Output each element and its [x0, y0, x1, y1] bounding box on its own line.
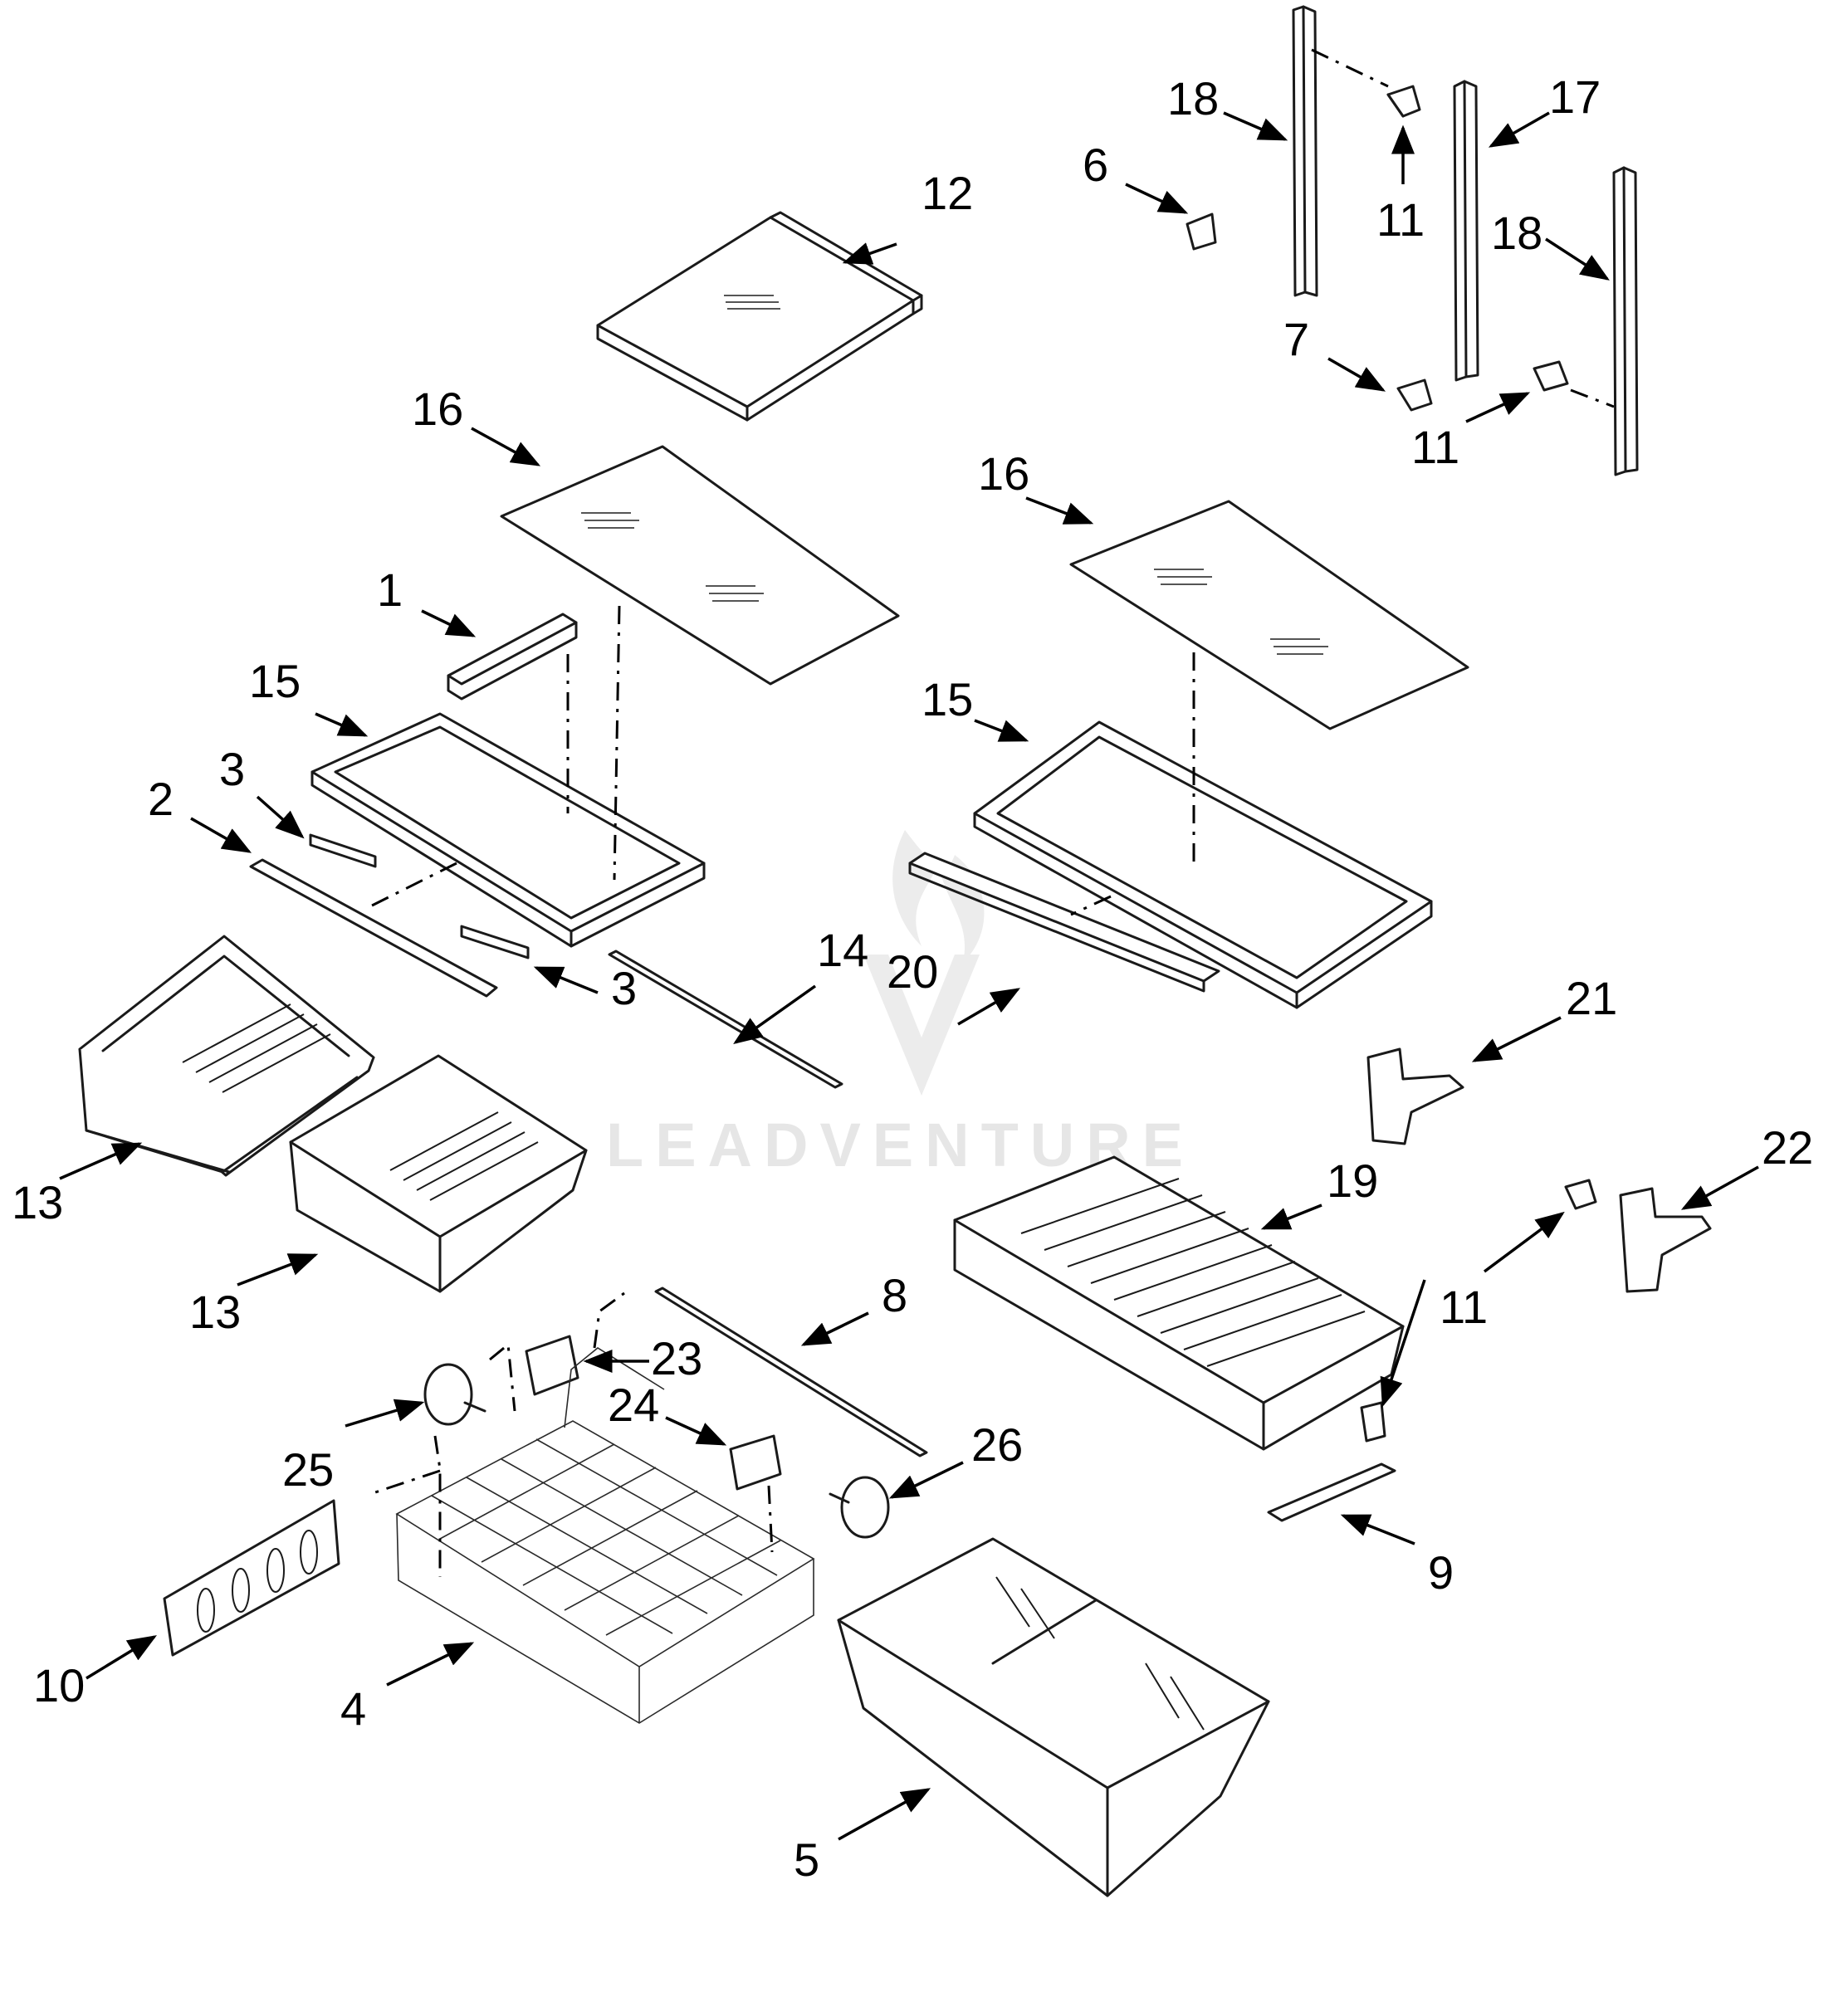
- part-26-gear: [829, 1476, 890, 1539]
- callout-22: 22: [1762, 1121, 1813, 1174]
- callout-11-mid: 11: [1411, 421, 1459, 473]
- part-11-screw-right-rail: [1533, 360, 1569, 392]
- part-15-shelf-frame-right: [973, 720, 1433, 1009]
- part-6-clip: [1186, 212, 1217, 251]
- callout-6: 6: [1083, 139, 1108, 191]
- assembly-lines: [366, 48, 1615, 1577]
- callout-26: 26: [971, 1418, 1023, 1471]
- callout-23: 23: [651, 1332, 702, 1384]
- part-5-freezer-bin: [837, 1537, 1270, 1897]
- callout-9: 9: [1428, 1546, 1454, 1599]
- part-20-trim: [908, 852, 1220, 993]
- part-4-wire-basket: [395, 1347, 815, 1724]
- part-25-gear: [423, 1363, 486, 1426]
- callout-15-right: 15: [922, 673, 973, 725]
- callout-21: 21: [1566, 972, 1617, 1024]
- part-17-rail-center: [1453, 80, 1479, 382]
- part-7-screw: [1396, 378, 1433, 412]
- part-11-screw-low: [1360, 1401, 1386, 1443]
- callout-labels: 12 16 16 1 15 15 3 2 3 14 20 13 13 21 19…: [12, 71, 1813, 1886]
- callout-3-lower: 3: [611, 962, 637, 1014]
- callout-4: 4: [340, 1682, 366, 1735]
- part-11-screw-mid: [1564, 1179, 1597, 1210]
- part-10-divider: [163, 1499, 340, 1657]
- callout-15-left: 15: [249, 655, 301, 707]
- callout-16-right: 16: [978, 447, 1029, 500]
- part-15-shelf-frame-left: [310, 712, 706, 948]
- callout-14: 14: [817, 924, 868, 976]
- part-13-crisper-right: [289, 1054, 588, 1293]
- callout-10: 10: [33, 1659, 85, 1711]
- callout-19: 19: [1327, 1155, 1378, 1207]
- part-21-bracket: [1366, 1047, 1464, 1145]
- part-22-bracket: [1619, 1187, 1712, 1293]
- part-13-crisper-left: [78, 935, 375, 1177]
- callout-8: 8: [882, 1269, 907, 1321]
- part-2-trim-strip: [249, 858, 498, 998]
- part-18-rail-left: [1292, 5, 1318, 297]
- callout-13-left: 13: [12, 1176, 63, 1228]
- callout-25: 25: [282, 1443, 334, 1496]
- part-16-glass-shelf-left: [500, 445, 900, 686]
- callout-11-top: 11: [1376, 193, 1425, 246]
- part-23-end-cap: [525, 1335, 579, 1396]
- part-1-shelf-support: [447, 613, 578, 701]
- callout-3-upper: 3: [219, 743, 245, 795]
- callout-20: 20: [887, 945, 938, 998]
- callout-17: 17: [1549, 71, 1601, 123]
- part-12-slide-out-shelf: [596, 211, 923, 422]
- callout-12: 12: [922, 167, 973, 219]
- callout-2: 2: [148, 773, 174, 825]
- part-19-deli-drawer: [953, 1155, 1405, 1451]
- part-24-end-cap: [729, 1434, 782, 1491]
- part-3-clip-upper: [309, 833, 377, 868]
- part-3-clip-lower: [460, 925, 530, 959]
- callout-1: 1: [377, 564, 403, 616]
- callout-5: 5: [794, 1833, 819, 1886]
- callout-18-left: 18: [1167, 72, 1219, 124]
- callout-13-right: 13: [189, 1286, 241, 1338]
- callout-18-right: 18: [1491, 207, 1542, 259]
- callout-11-lower: 11: [1440, 1281, 1488, 1333]
- leader-arrows: [59, 111, 1759, 1841]
- part-14-rod: [608, 950, 843, 1089]
- part-16-glass-shelf-right: [1069, 500, 1469, 730]
- callout-16-left: 16: [412, 383, 463, 435]
- part-18-rail-right: [1612, 166, 1639, 476]
- callout-24: 24: [608, 1379, 659, 1431]
- part-8-rod: [654, 1286, 928, 1457]
- part-11-screw-top: [1386, 85, 1421, 118]
- callout-7: 7: [1283, 313, 1309, 365]
- part-9-slide-bracket: [1267, 1462, 1396, 1522]
